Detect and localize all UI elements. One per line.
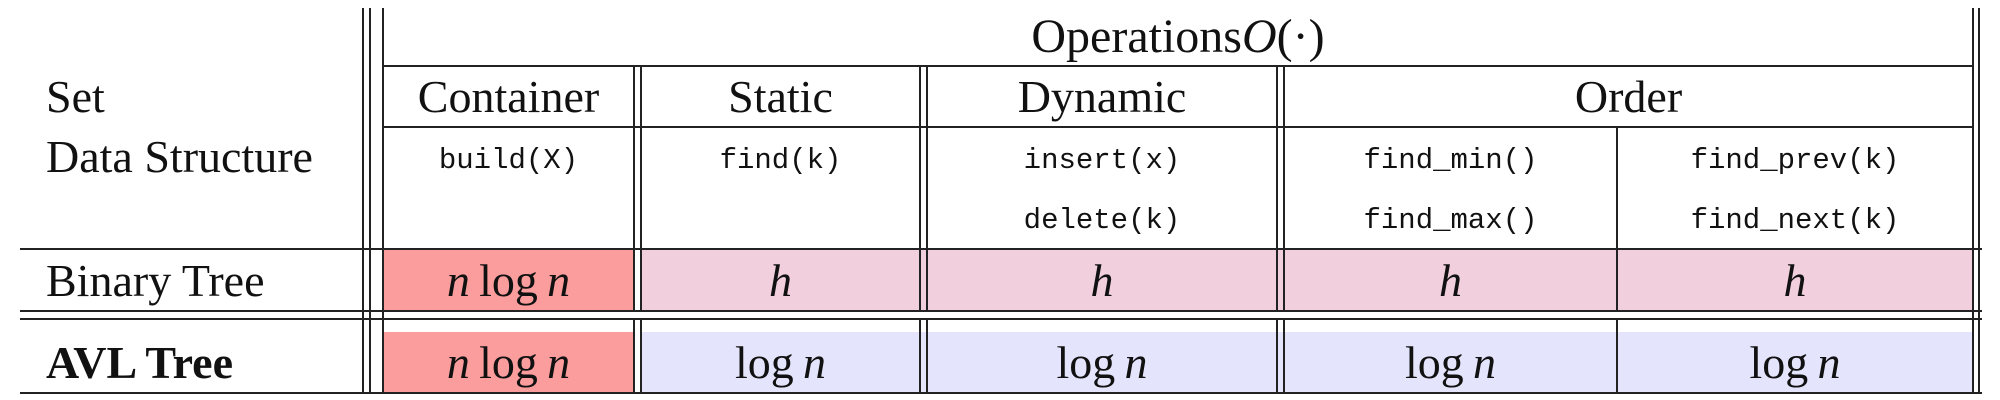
log-word: log <box>1749 336 1809 388</box>
log-word: log <box>479 254 538 306</box>
rule-left-double-a <box>362 8 364 392</box>
var-n: n <box>1473 336 1496 388</box>
rule-right-double-b <box>1978 8 1980 392</box>
log-word: log <box>1405 336 1464 388</box>
rule-col-sep-1d <box>640 320 642 394</box>
avl-tree-ops-cells-bg <box>642 332 1972 392</box>
column-header-static: Static <box>728 70 833 122</box>
rule-under-title <box>384 65 1972 67</box>
var-h: h <box>1090 254 1114 306</box>
binary-tree-dynamic-value: h <box>928 250 1276 310</box>
row-header-data-structure: Data Structure <box>46 130 313 182</box>
avl-tree-dynamic-value: log n <box>928 332 1276 392</box>
var-n: n <box>547 254 571 306</box>
avl-tree-static-value: log n <box>642 332 919 392</box>
op-find-prev: find_prev(k) <box>1690 143 1900 177</box>
big-o-symbol: O <box>1241 9 1277 63</box>
binary-tree-container-cell-bg <box>384 250 633 310</box>
row-label-avl-tree: AVL Tree <box>46 336 234 388</box>
op-insert: insert(x) <box>1023 143 1181 177</box>
binary-tree-container-value: n log n <box>384 250 633 310</box>
avl-tree-container-value: n log n <box>384 332 633 392</box>
rule-right-double-a <box>1972 8 1974 392</box>
rule-col-sep-3c <box>1276 320 1278 394</box>
var-n: n <box>1817 336 1841 388</box>
rule-col-sep-1b <box>640 66 642 312</box>
rule-under-categories <box>384 126 1972 128</box>
op-build: build(X) <box>438 143 579 177</box>
rule-under-header <box>20 248 1982 250</box>
var-n: n <box>803 336 826 388</box>
rule-col-sep-2d <box>926 320 928 394</box>
var-n: n <box>1124 336 1148 388</box>
column-header-dynamic: Dynamic <box>1017 70 1187 122</box>
op-find-min: find_min() <box>1363 143 1538 177</box>
rule-under-binary-tree <box>20 310 1982 312</box>
var-n: n <box>446 336 470 388</box>
avl-tree-container-cell-bg <box>384 332 633 392</box>
rule-col-sep-1a <box>633 66 635 312</box>
binary-tree-order-minmax-value: h <box>1285 250 1616 310</box>
column-header-container: Container <box>417 70 600 122</box>
row-label-binary-tree: Binary Tree <box>46 254 265 306</box>
rule-order-split-b <box>1616 320 1618 394</box>
avl-tree-order-minmax-value: log n <box>1285 332 1616 392</box>
rule-col-sep-3d <box>1283 320 1285 394</box>
rule-col-sep-3a <box>1276 66 1278 312</box>
op-find-max: find_max() <box>1363 203 1538 237</box>
log-word: log <box>479 336 538 388</box>
op-find: find(k) <box>719 143 842 177</box>
binary-tree-order-prevnext-value: h <box>1618 250 1972 310</box>
var-h: h <box>1439 254 1462 306</box>
rule-col-sep-2a <box>919 66 921 312</box>
binary-tree-ops-cells-bg <box>642 250 1972 310</box>
var-n: n <box>547 336 571 388</box>
binary-tree-static-value: h <box>642 250 919 310</box>
operations-title: Operations O (·) <box>384 6 1972 66</box>
log-word: log <box>1056 336 1116 388</box>
rule-col-sep-2b <box>926 66 928 312</box>
rule-left-double-b <box>369 8 371 392</box>
operations-title-text: Operations <box>1031 9 1242 63</box>
var-h: h <box>769 254 792 306</box>
column-header-order: Order <box>1574 70 1683 122</box>
rule-col-sep-2c <box>919 320 921 394</box>
op-find-next: find_next(k) <box>1690 203 1900 237</box>
var-n: n <box>446 254 470 306</box>
rule-order-split-a <box>1616 127 1618 312</box>
row-header-set: Set <box>46 70 105 122</box>
rule-bottom <box>20 392 1982 394</box>
avl-tree-order-prevnext-value: log n <box>1618 332 1972 392</box>
rule-col-sep-3b <box>1283 66 1285 312</box>
op-delete: delete(k) <box>1023 203 1181 237</box>
rule-col-sep-1c <box>633 320 635 394</box>
big-o-paren: (·) <box>1276 9 1325 63</box>
rule-left-double-c <box>382 8 384 392</box>
var-h: h <box>1783 254 1807 306</box>
log-word: log <box>735 336 794 388</box>
rule-double-separator <box>20 318 1982 320</box>
